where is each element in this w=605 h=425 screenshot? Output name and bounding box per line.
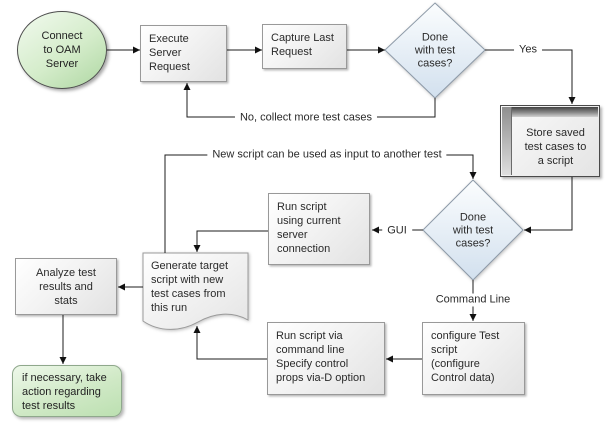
- node-run-script-gui: Run script using current server connecti…: [268, 193, 370, 265]
- node-connect-oam-server: Connect to OAM Server: [17, 11, 107, 89]
- generate-script-label: Generate target script with new test cas…: [151, 260, 229, 314]
- connector-store-to-decision2: [524, 177, 573, 234]
- decision2-label: Done with test cases?: [452, 211, 494, 250]
- edge-label-new-script: New script can be used as input to anoth…: [207, 148, 447, 162]
- store-left-band: [502, 107, 512, 175]
- store-top-band: [512, 107, 598, 117]
- node-take-action-results: if necessary, take action regarding test…: [12, 365, 122, 417]
- node-run-script-command-line: Run script via command line Specify cont…: [267, 322, 385, 395]
- connector-rungui-to-generate: [193, 230, 268, 252]
- edge-label-no-collect-more: No, collect more test cases: [234, 111, 378, 125]
- node-analyze-test-results: Analyze test results and stats: [15, 258, 117, 315]
- node-capture-last-request: Capture Last Request: [262, 24, 347, 69]
- node-execute-server-request: Execute Server Request: [140, 25, 227, 82]
- node-configure-test-script: configure Test script (configure Control…: [422, 322, 525, 395]
- connector-runcmd-to-generate: [193, 326, 267, 360]
- store-label: Store saved test cases to a script: [524, 126, 587, 167]
- edge-label-gui: GUI: [382, 224, 412, 238]
- generate-document-shape: [142, 252, 249, 330]
- edge-label-command-line: Command Line: [430, 293, 516, 307]
- edge-label-yes: Yes: [514, 43, 542, 57]
- node-store-saved-test-cases: Store saved test cases to a script: [500, 105, 600, 177]
- connector-decision1-yes-to-store: [485, 49, 576, 104]
- decision1-label: Done with test cases?: [414, 31, 456, 70]
